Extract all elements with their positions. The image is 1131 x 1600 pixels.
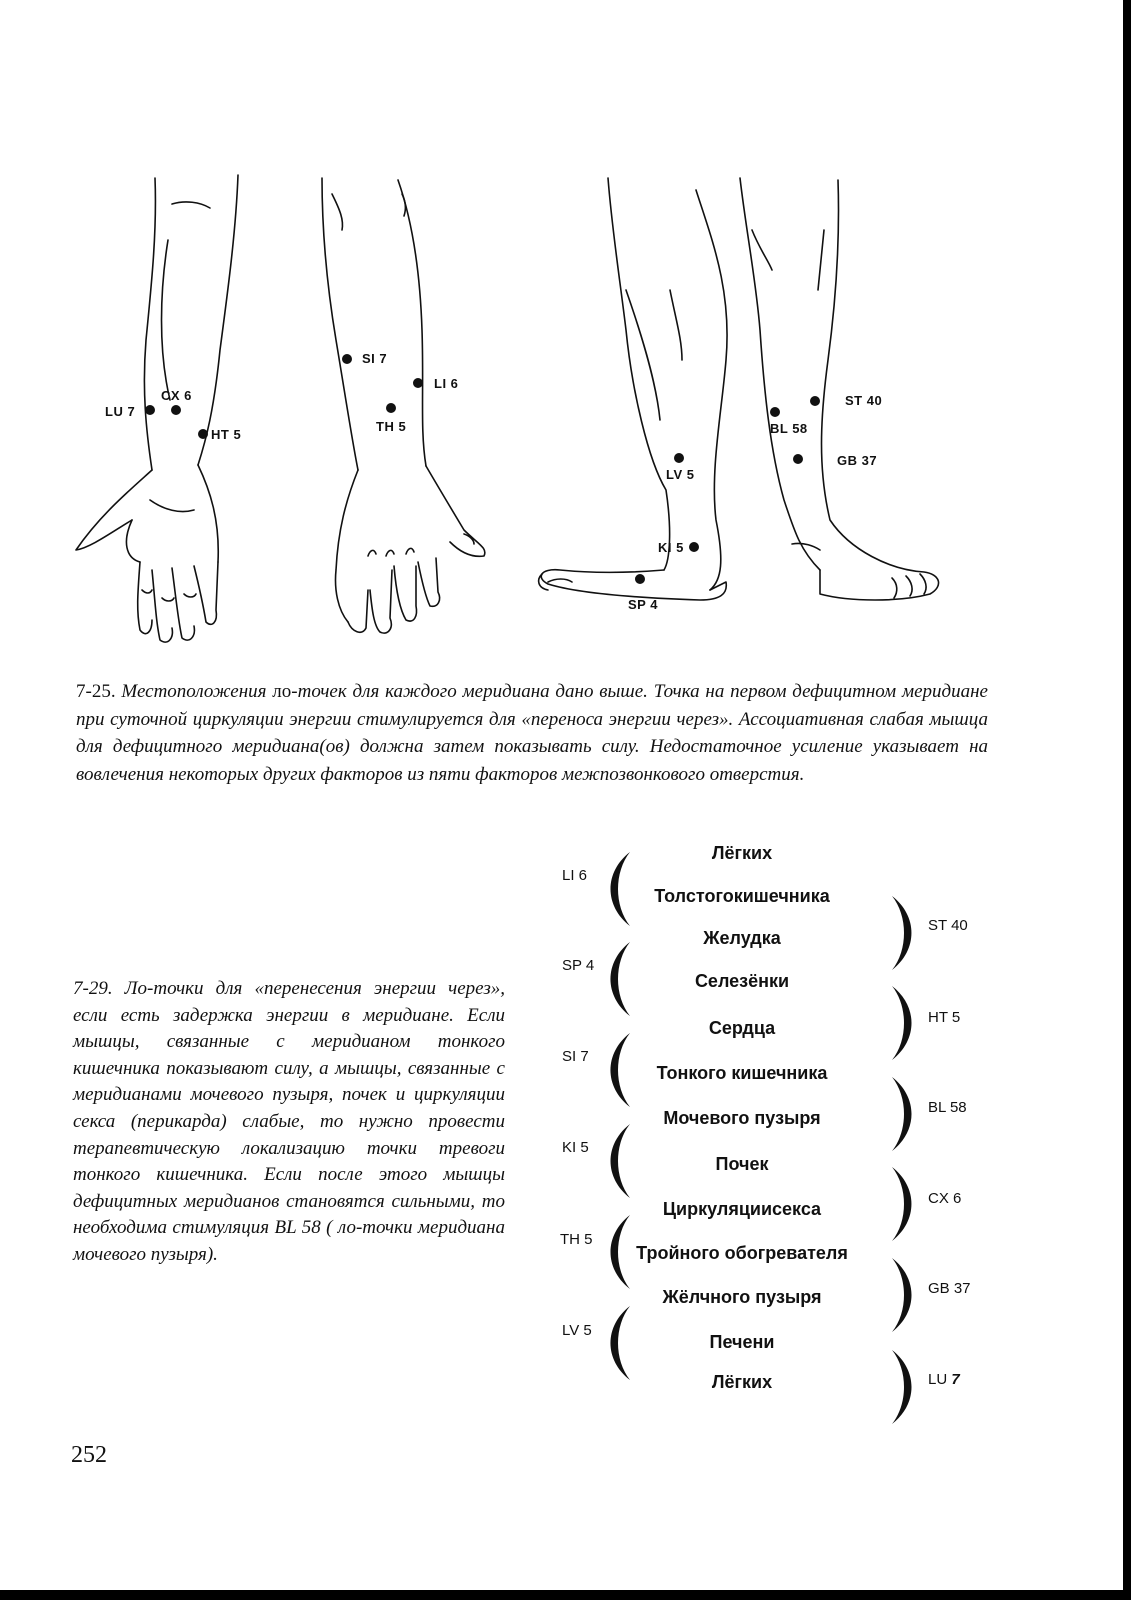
right-paren [892,896,912,970]
left-paren [611,852,631,926]
page-number: 252 [71,1442,107,1469]
left-paren [611,1215,631,1289]
right-paren [892,1350,912,1424]
left-paren [611,1033,631,1107]
left-paren [611,1306,631,1380]
left-paren [611,942,631,1016]
left-paren [611,1124,631,1198]
left-brackets [611,852,631,1380]
right-paren [892,1167,912,1241]
right-paren [892,1258,912,1332]
right-paren [892,986,912,1060]
right-brackets [892,896,912,1424]
right-paren [892,1077,912,1151]
